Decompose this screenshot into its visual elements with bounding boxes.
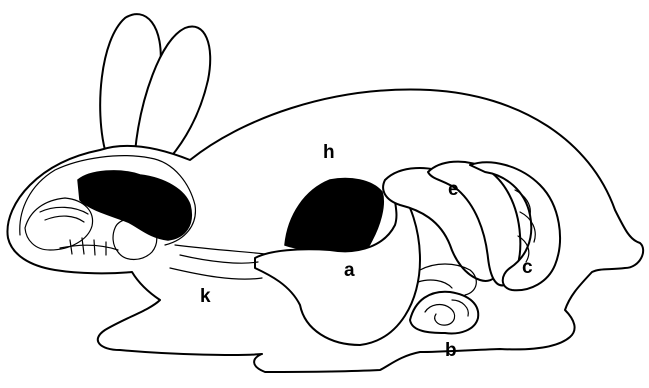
- label-h: h: [323, 142, 335, 163]
- label-a: a: [344, 260, 355, 281]
- label-c: c: [522, 257, 533, 278]
- label-k: k: [200, 286, 211, 307]
- label-e: e: [448, 179, 459, 200]
- label-b: b: [445, 340, 457, 361]
